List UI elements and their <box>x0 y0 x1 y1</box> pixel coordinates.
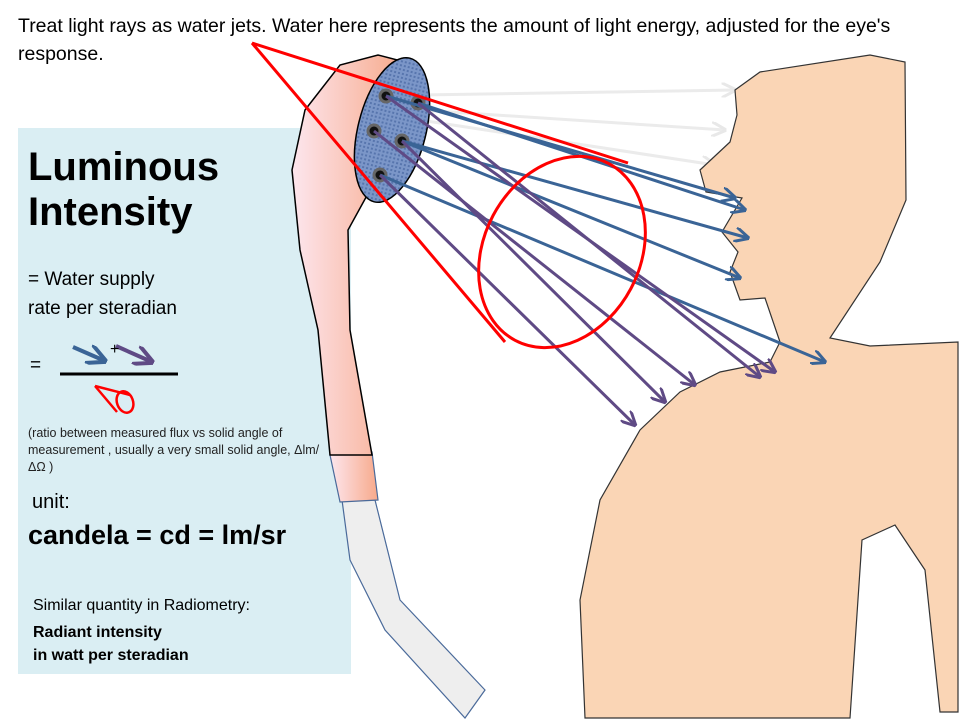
ray <box>400 139 665 402</box>
radiant-line: Radiant intensity <box>33 624 162 641</box>
definition-panel <box>18 128 351 674</box>
ray <box>401 139 748 238</box>
person-silhouette <box>579 54 959 719</box>
ray <box>379 173 825 362</box>
formula-graphic <box>60 344 178 414</box>
plus-sign: + <box>110 341 120 358</box>
ratio-note: (ratio between measured flux vs solid an… <box>28 426 320 474</box>
unit-label: unit: <box>32 491 70 513</box>
definition: = Water supply rate per steradian <box>28 265 177 323</box>
title-line: Luminous <box>28 145 220 189</box>
ray <box>417 101 760 377</box>
definition-line: rate per steradian <box>28 298 177 319</box>
equals-sign: = <box>30 355 42 376</box>
ray <box>378 173 635 425</box>
ray <box>401 139 740 278</box>
solid-angle-cone <box>250 41 647 350</box>
caption: Treat light rays as water jets. Water he… <box>18 15 891 65</box>
panel-title: Luminous Intensity <box>28 145 219 235</box>
definition-line: = Water supply <box>28 269 155 290</box>
title-line: Intensity <box>28 190 193 234</box>
unit: candela = cd = lm/sr <box>28 520 287 550</box>
ray <box>373 129 695 385</box>
radiant-line: in watt per steradian <box>33 647 189 664</box>
radiant-intensity: Radiant intensity in watt per steradian <box>33 621 189 667</box>
similar-quantity: Similar quantity in Radiometry: <box>33 597 250 614</box>
cone-icon <box>94 384 135 414</box>
shower-hose <box>341 499 486 719</box>
purple-rays <box>373 94 775 425</box>
